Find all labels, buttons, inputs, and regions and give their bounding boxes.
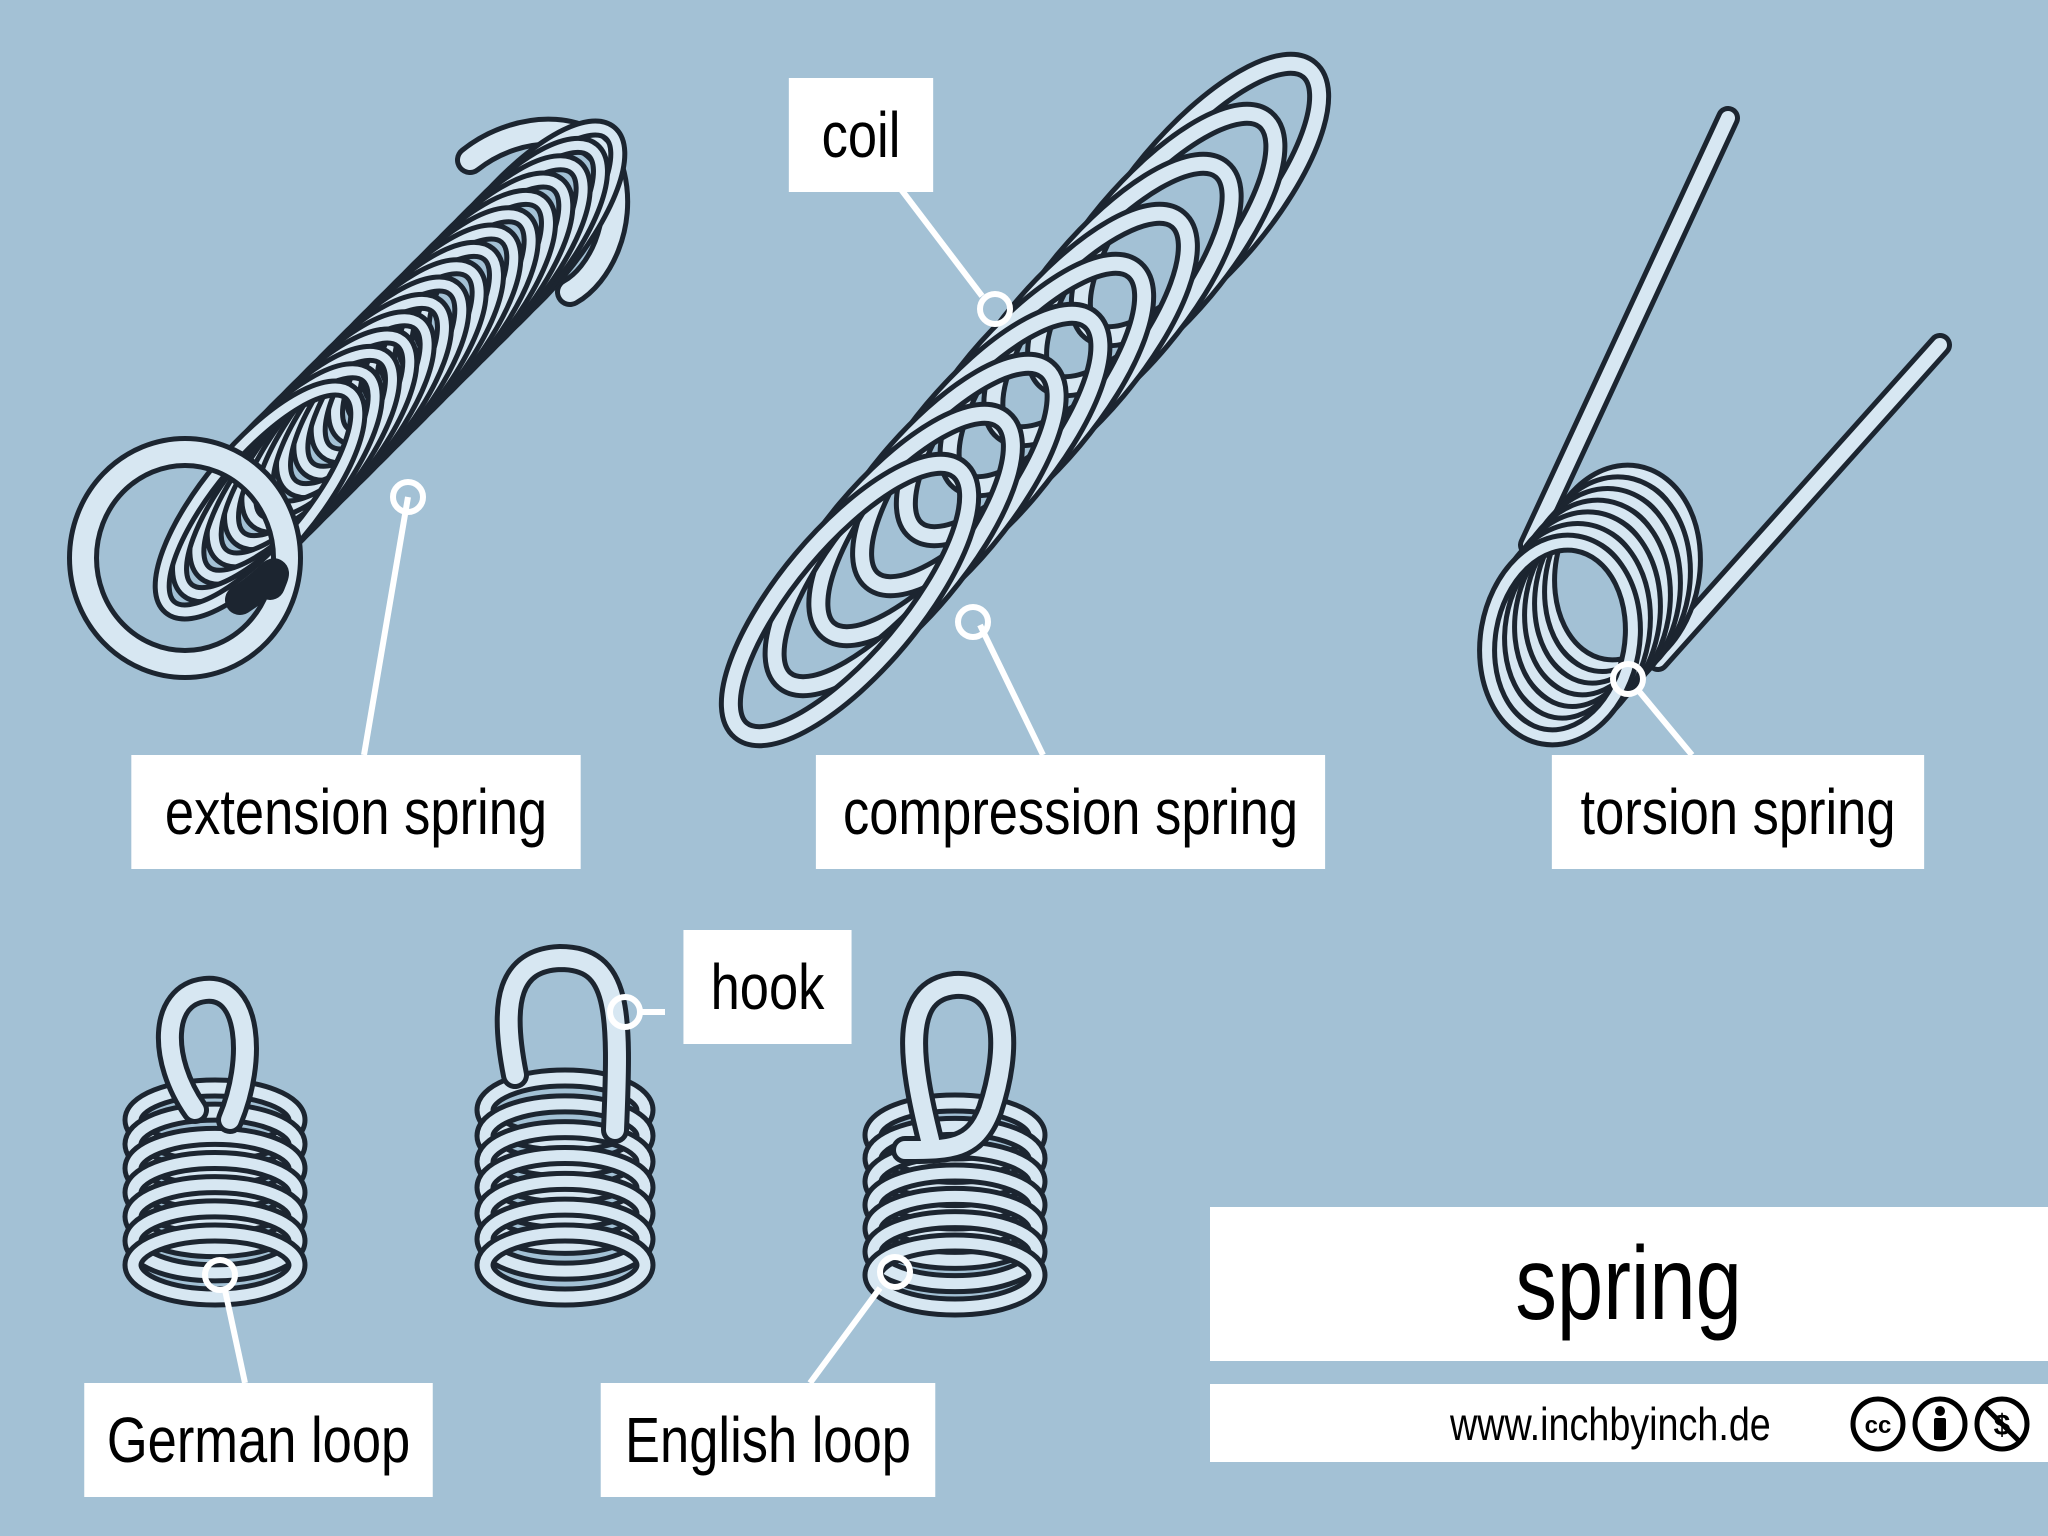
torsion-spring-illustration	[1477, 106, 1952, 748]
leader-extension-spring	[361, 496, 411, 756]
label-english-loop: English loop	[600, 1383, 936, 1497]
compression-spring-illustration	[718, 51, 1332, 749]
title-box: spring	[1210, 1207, 2048, 1361]
marker-compression-spring	[955, 604, 991, 640]
label-compression-spring: compression spring	[815, 755, 1326, 869]
leader-coil	[897, 186, 985, 298]
leader-compression-spring	[977, 623, 1046, 757]
label-german-loop: German loop	[84, 1383, 433, 1497]
leader-german-loop	[222, 1289, 248, 1384]
page-title: spring	[1515, 1225, 1743, 1342]
english-loop-illustration	[862, 971, 1048, 1318]
label-extension-spring: extension spring	[131, 755, 581, 869]
license-icons: cc $	[1850, 1396, 2030, 1452]
marker-english-loop	[877, 1254, 913, 1290]
label-torsion-spring: torsion spring	[1551, 755, 1925, 869]
hook-spring-illustration	[474, 943, 656, 1308]
noncommercial-icon: $	[1974, 1396, 2030, 1452]
marker-extension-spring	[390, 479, 426, 515]
marker-torsion-spring	[1610, 661, 1646, 697]
attribution-icon	[1912, 1396, 1968, 1452]
label-hook: hook	[683, 930, 852, 1044]
svg-text:cc: cc	[1865, 1412, 1892, 1439]
footer-box	[1210, 1384, 2048, 1462]
leader-lines	[222, 186, 1695, 1385]
label-coil: coil	[788, 78, 934, 192]
cc-icon: cc	[1850, 1396, 1906, 1452]
marker-german-loop	[202, 1257, 238, 1293]
website-link[interactable]: www.inchbyinch.de	[1450, 1398, 1771, 1450]
leader-english-loop	[807, 1286, 883, 1385]
extension-spring-illustration	[67, 116, 631, 680]
marker-coil	[977, 291, 1013, 327]
marker-hook	[607, 994, 643, 1030]
german-loop-illustration	[122, 975, 308, 1308]
leader-torsion-spring	[1635, 688, 1695, 757]
marker-points	[202, 291, 1646, 1293]
